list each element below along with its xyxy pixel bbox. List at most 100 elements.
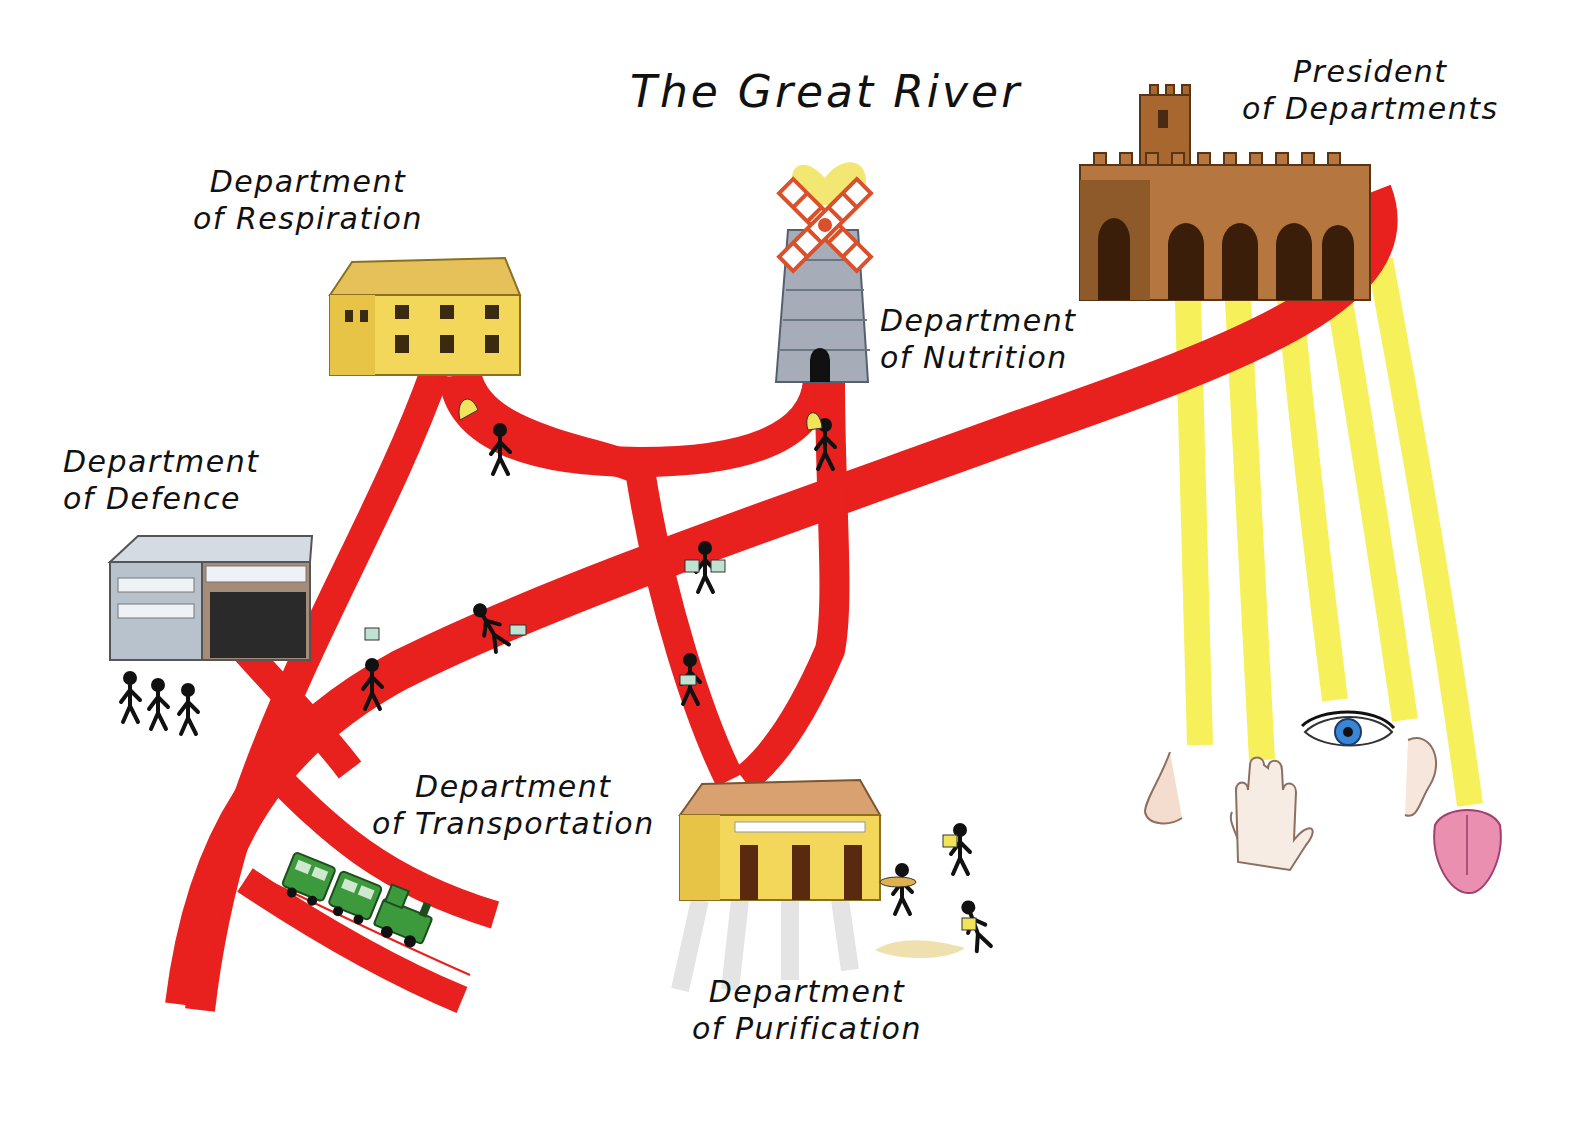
worker-figure: [681, 653, 700, 704]
department-node: Department of Purification: [680, 780, 880, 900]
bucket: [510, 625, 526, 635]
wheel: [379, 924, 395, 940]
tongue: [1434, 810, 1501, 893]
building-window: [206, 566, 306, 582]
label-line: of Departments: [1242, 91, 1499, 126]
label-line: Department: [372, 768, 655, 805]
castle-arch: [1168, 223, 1204, 300]
sense-beam: [1290, 300, 1335, 700]
wheel: [402, 934, 418, 950]
connectors: [454, 376, 835, 780]
house-side: [680, 815, 720, 900]
bucket: [685, 560, 699, 572]
label-line: of Defence: [63, 481, 241, 516]
building-side: [110, 562, 202, 660]
house-door: [740, 845, 758, 900]
eye: [1305, 717, 1392, 746]
label-line: Department: [63, 443, 260, 480]
house-window: [485, 305, 499, 319]
rail: [255, 875, 470, 975]
bucket: [680, 675, 696, 685]
diagram-title: The Great River: [630, 66, 1022, 117]
bucket: [943, 835, 957, 847]
windmill-blade: [779, 179, 871, 271]
house-window: [395, 305, 409, 319]
house-door: [844, 845, 862, 900]
waste-pile: [875, 940, 965, 958]
bucket: [962, 918, 976, 930]
castle-wall: [1080, 165, 1370, 300]
engine-chimney: [419, 902, 432, 918]
department-label: Department of Defence: [63, 443, 260, 517]
soldier-figure: [179, 683, 198, 734]
car-window: [341, 878, 358, 893]
soldier-figure: [121, 671, 140, 722]
castle-side: [1080, 180, 1150, 300]
nose: [1145, 752, 1182, 823]
oxygen-sack: [459, 399, 478, 420]
label-line: Department: [692, 973, 922, 1010]
building-window: [118, 578, 194, 592]
worker-figure: [491, 423, 510, 474]
bucket: [711, 560, 725, 572]
stone-lines: [780, 260, 870, 350]
house-side: [330, 295, 375, 375]
windmill-blades: [747, 147, 903, 303]
train-car: [282, 852, 336, 902]
building-door: [210, 592, 306, 658]
building-roof: [110, 536, 312, 562]
sense-beam: [1380, 260, 1470, 805]
hand: [1236, 758, 1313, 871]
blade-hub: [818, 218, 832, 232]
defence-building: [110, 536, 312, 660]
department-label: Department of Transportation: [372, 768, 655, 842]
eye-pupil: [1343, 727, 1353, 737]
department-node: Department of Respiration: [330, 258, 520, 376]
label-line: Department: [880, 302, 1077, 339]
train-cars: [278, 846, 438, 951]
windmill-door: [810, 348, 830, 382]
respiration-house: [330, 258, 520, 375]
tray: [880, 877, 916, 887]
label-line: of Nutrition: [880, 340, 1068, 375]
tongue-line: [1466, 815, 1468, 875]
wheel: [306, 894, 319, 907]
train: [255, 846, 470, 975]
worker-figure: [957, 897, 992, 951]
castle-arch: [1098, 218, 1130, 300]
car-window: [311, 866, 328, 881]
eyelashes: [1302, 712, 1394, 728]
wall-battlement: [1080, 153, 1340, 165]
label-line: of Purification: [692, 1011, 922, 1046]
house-window: [485, 335, 499, 353]
soldier-figure: [149, 678, 168, 729]
house-window: [345, 310, 353, 322]
building-front: [202, 562, 310, 660]
wheel: [352, 913, 365, 926]
department-label: Department of Purification: [692, 973, 922, 1047]
train-car: [328, 871, 382, 921]
house-window: [360, 310, 368, 322]
department-node: Department of Transportation: [280, 860, 450, 950]
worker-figure: [469, 599, 511, 653]
car-window: [295, 860, 312, 875]
castle-arch: [1276, 223, 1312, 300]
windmill-blade: [779, 179, 871, 271]
sense-beam: [1238, 300, 1262, 760]
worker-figure: [363, 658, 382, 709]
house-window: [440, 335, 454, 353]
house-door: [792, 845, 810, 900]
car-window: [358, 885, 375, 900]
castle-arch: [1222, 223, 1258, 300]
sense-organs: [1145, 712, 1501, 893]
label-line: Department: [193, 163, 423, 200]
department-label: Department of Nutrition: [880, 302, 1077, 376]
wheel: [285, 886, 298, 899]
bucket: [365, 628, 379, 640]
department-node: Department of Defence: [108, 535, 313, 660]
food-sack: [807, 413, 822, 430]
main-river: [185, 192, 1378, 1005]
blade-stripes: [776, 176, 875, 275]
building-window: [118, 604, 194, 618]
